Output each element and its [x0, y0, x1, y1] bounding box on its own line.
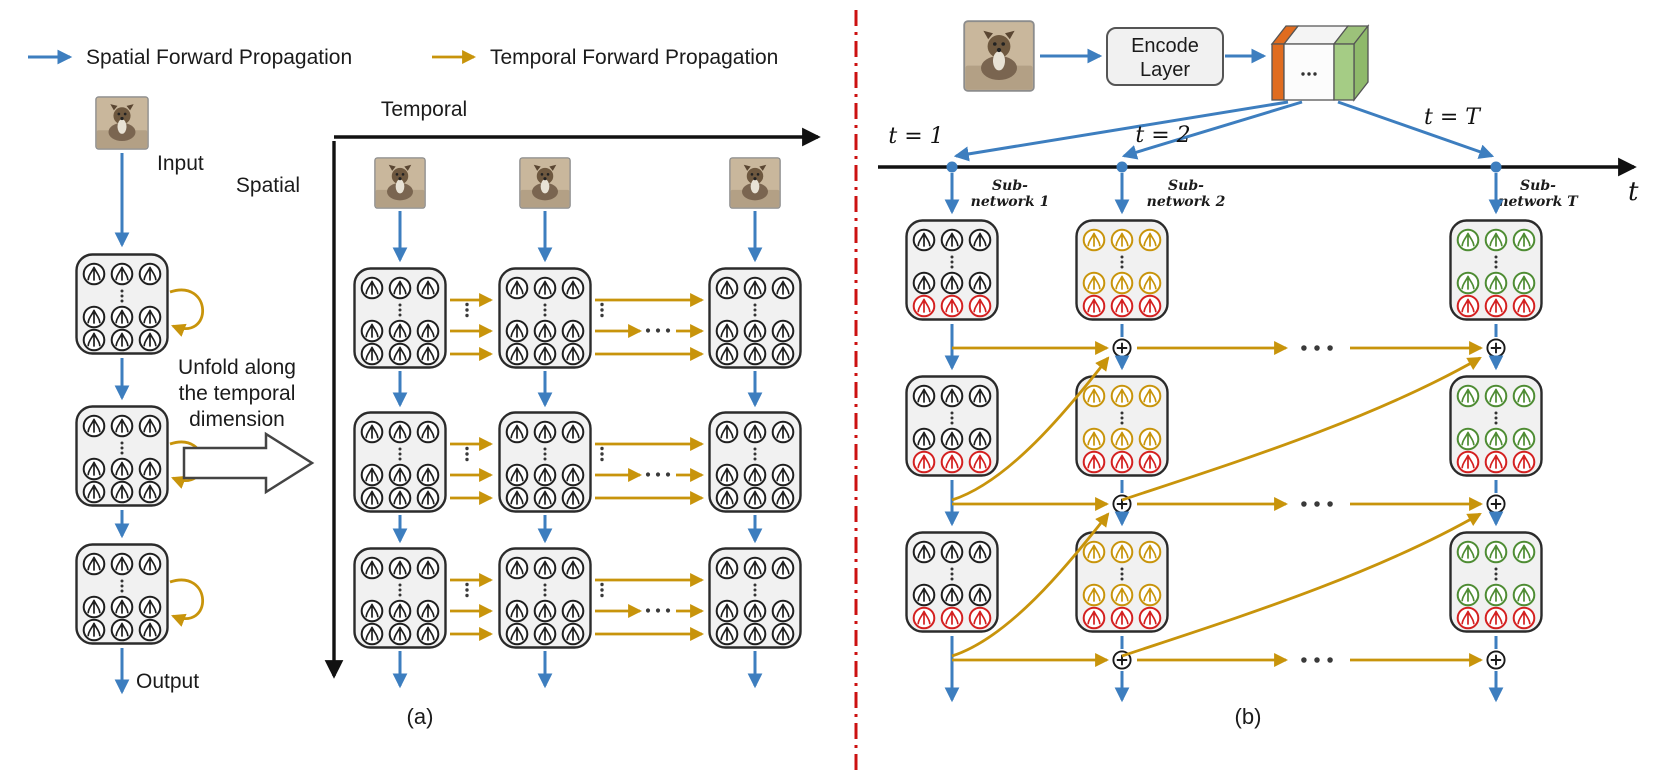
gold-curved-arrow	[1121, 512, 1482, 658]
hollow-right-arrow-icon	[182, 431, 315, 495]
cube-front-face	[1283, 43, 1335, 101]
time-step-1-label: t = 1	[888, 124, 943, 149]
encode-layer-label-line1: Encode	[1131, 35, 1199, 57]
temporal-connections	[951, 341, 1484, 667]
unfold-text-line2: the temporal	[179, 382, 296, 405]
cube-ellipsis-dot	[1313, 72, 1317, 76]
axes: Temporal Spatial	[236, 98, 821, 679]
time-point-dot	[1490, 161, 1502, 173]
sum-node-icon	[1112, 338, 1132, 358]
neuron-layer-box	[355, 269, 446, 368]
vertical-ellipsis-icon	[465, 582, 469, 598]
blue-fanout-arrow	[1121, 100, 1303, 160]
encode-layer-label-line2: Layer	[1140, 59, 1190, 81]
timeline: t t = 1 t = 2 t = T Sub- network 1 Sub- …	[878, 105, 1639, 210]
input-label: Input	[157, 152, 204, 175]
subnetwork-T-label-line1: Sub-	[1520, 178, 1556, 194]
cube-front-green-slice	[1333, 43, 1355, 101]
subnetwork-2-label-line2: network 2	[1147, 194, 1226, 210]
neuron-layer-box	[1451, 533, 1542, 632]
horizontal-ellipsis-icon	[645, 328, 671, 333]
time-point-dot	[1116, 161, 1128, 173]
gold-curved-arrow	[1121, 356, 1482, 502]
neuron-layer-box	[355, 413, 446, 512]
horizontal-ellipsis-icon	[1301, 345, 1333, 351]
horizontal-ellipsis-icon	[645, 472, 671, 477]
neuron-layer-box	[1077, 377, 1168, 476]
cube-front-orange-slice	[1271, 43, 1285, 101]
neuron-layer-box	[1451, 221, 1542, 320]
legend-temporal-label: Temporal Forward Propagation	[490, 46, 778, 69]
encode-layer-box	[1106, 27, 1224, 86]
horizontal-ellipsis-icon	[645, 608, 671, 613]
output-label: Output	[136, 670, 199, 693]
neuron-layer-box	[500, 413, 591, 512]
cube-ellipsis-dot	[1307, 72, 1311, 76]
panel-a-caption: (a)	[407, 704, 434, 729]
gold-curved-arrow	[951, 356, 1110, 502]
neuron-layer-box	[500, 269, 591, 368]
encode-pipeline: Encode Layer	[953, 20, 1495, 162]
subnetwork-1-column	[907, 173, 998, 703]
subnetwork-T-label-line2: network T	[1498, 194, 1579, 210]
neuron-layer-box	[77, 407, 168, 506]
sum-node-icon	[1486, 338, 1506, 358]
neuron-layer-box	[500, 549, 591, 648]
unfolded-grid	[355, 157, 801, 689]
legend: Spatial Forward Propagation Temporal For…	[28, 46, 778, 69]
horizontal-ellipsis-icon	[1301, 501, 1333, 507]
horizontal-ellipsis-icon	[1301, 657, 1333, 663]
input-image	[963, 20, 1035, 92]
input-image	[95, 96, 149, 150]
unfold-text-line1: Unfold along	[178, 356, 296, 379]
vertical-ellipsis-icon	[465, 302, 469, 318]
frame-image	[519, 157, 571, 209]
neuron-layer-box	[77, 545, 168, 644]
subnetwork-1-label-line1: Sub-	[992, 178, 1028, 194]
vertical-ellipsis-icon	[600, 582, 604, 598]
vertical-ellipsis-icon	[600, 446, 604, 462]
panel-a: Spatial Forward Propagation Temporal For…	[28, 46, 821, 729]
neuron-layer-box	[710, 269, 801, 368]
sum-node-icon	[1486, 650, 1506, 670]
neuron-layer-box	[1451, 377, 1542, 476]
subnetwork-2-label-line1: Sub-	[1168, 178, 1204, 194]
frame-image	[374, 157, 426, 209]
neuron-layer-box	[907, 533, 998, 632]
sum-node-icon	[1486, 494, 1506, 514]
neuron-layer-box	[710, 413, 801, 512]
recurrent-loop-icon	[169, 578, 204, 627]
neuron-layer-box	[355, 549, 446, 648]
time-step-T-label: t = T	[1424, 105, 1482, 130]
neuron-layer-box	[710, 549, 801, 648]
unfold-text-line3: dimension	[189, 408, 285, 431]
subnetwork-2-column	[1077, 173, 1168, 703]
subnetwork-1-label-line2: network 1	[971, 194, 1050, 210]
neuron-layer-box	[77, 255, 168, 354]
temporal-axis-label: Temporal	[381, 98, 467, 121]
unfold-annotation: Unfold along the temporal dimension	[178, 356, 315, 495]
time-point-dot	[946, 161, 958, 173]
neuron-layer-box	[1077, 533, 1168, 632]
recurrent-loop-icon	[169, 288, 204, 337]
blue-fanout-arrow	[1337, 100, 1495, 159]
frame-image	[729, 157, 781, 209]
neuron-layer-box	[907, 221, 998, 320]
panel-b: Encode Layer t	[878, 20, 1639, 729]
gold-curved-arrow	[951, 512, 1110, 658]
feature-cube	[1270, 24, 1370, 102]
time-step-2-label: t = 2	[1135, 123, 1190, 148]
subnetwork-T-column	[1451, 173, 1542, 703]
legend-spatial-label: Spatial Forward Propagation	[86, 46, 352, 69]
time-axis-label: t	[1628, 177, 1639, 207]
neuron-layer-box	[907, 377, 998, 476]
spatial-axis-label: Spatial	[236, 174, 300, 197]
blue-fanout-arrow	[953, 100, 1289, 162]
panel-b-caption: (b)	[1235, 704, 1262, 729]
vertical-ellipsis-icon	[600, 302, 604, 318]
cube-ellipsis-dot	[1301, 72, 1305, 76]
vertical-ellipsis-icon	[465, 446, 469, 462]
neuron-layer-box	[1077, 221, 1168, 320]
